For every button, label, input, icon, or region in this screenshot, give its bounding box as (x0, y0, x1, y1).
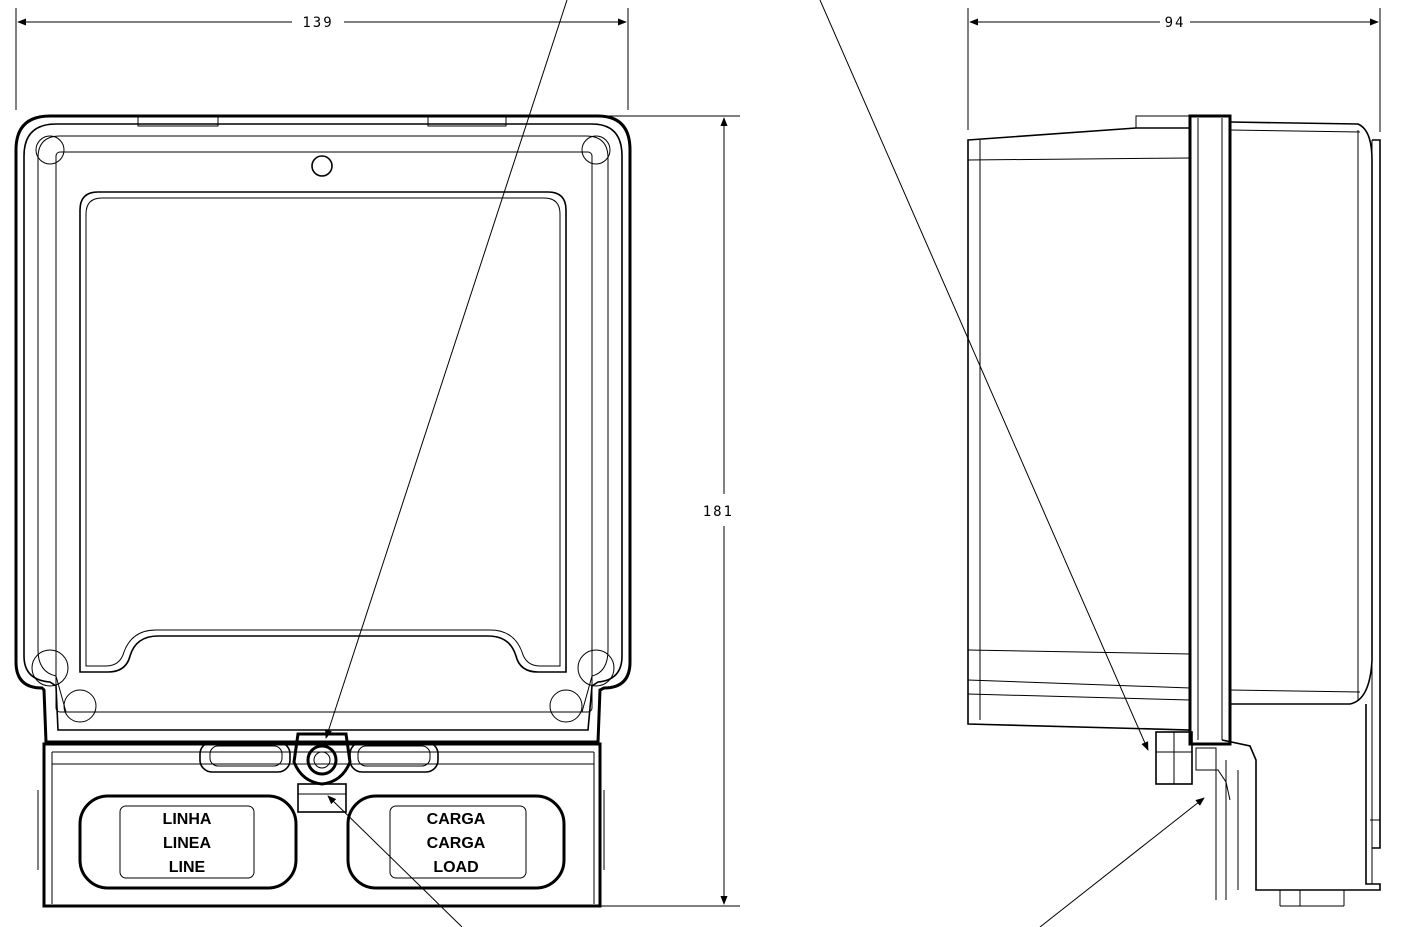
line-label-1: LINHA (163, 811, 212, 828)
dim-depth-value: 94 (1165, 15, 1186, 31)
side-terminal-cover (1221, 704, 1381, 891)
seal-screw (306, 744, 338, 776)
side-rear-body (967, 127, 1191, 731)
load-label-3: LOAD (433, 859, 478, 876)
leader-lines (325, 0, 1205, 927)
dimension-height: 181 (598, 115, 740, 907)
line-label-2: LINEA (163, 835, 211, 852)
load-label-1: CARGA (427, 811, 486, 828)
dimension-side-depth: 94 (967, 8, 1381, 132)
load-label-frame (346, 794, 566, 890)
side-flange (1188, 114, 1232, 746)
load-label-2: CARGA (427, 835, 486, 852)
dimension-front-width: 139 (15, 8, 629, 110)
front-housing-outline (14, 114, 632, 744)
display-window (79, 191, 567, 673)
front-view: LINHA LINEA LINE CARGA CARGA LOAD (14, 114, 632, 908)
line-label-3: LINE (169, 859, 206, 876)
side-front-cover (1229, 121, 1373, 705)
seal-hole (311, 155, 333, 177)
line-label-frame (78, 794, 298, 890)
side-view (967, 114, 1381, 907)
dim-height-value: 181 (703, 504, 734, 520)
dim-width-value: 139 (302, 15, 333, 31)
